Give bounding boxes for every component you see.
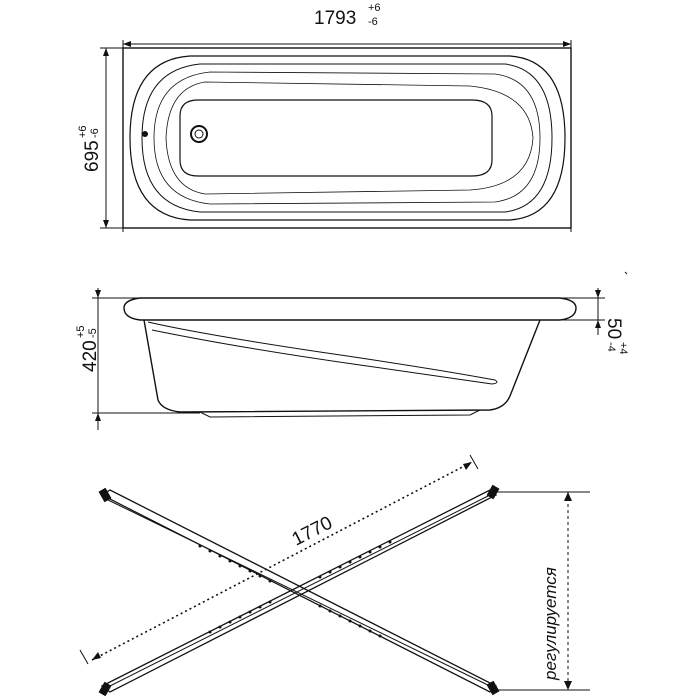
length-value: 1793 [314, 8, 356, 29]
width-dimension: 695 +6 -6 [77, 47, 170, 229]
width-value: 695 [82, 140, 103, 172]
tub-body-side [143, 319, 541, 413]
width-tol-minus: -6 [89, 128, 101, 138]
frame-holes-1 [198, 544, 382, 638]
tub-outline-top [122, 47, 572, 229]
frame-length-value: 1770 [289, 513, 336, 551]
drain-icon [190, 125, 208, 143]
height-tol-minus: -5 [87, 328, 99, 338]
length-tol-plus: +6 [368, 2, 381, 14]
height-dimension: 420 +5 -5 [75, 288, 200, 430]
frame-length-dimension: 1770 [79, 454, 479, 665]
frame-bar-2 [98, 484, 500, 697]
rim-dimension: 50 +4 -4 [560, 288, 629, 355]
frame-view: 1770 регулируется [79, 454, 590, 697]
adjustable-dimension: регулируется [496, 491, 590, 691]
rim-tol-minus: -4 [605, 342, 617, 352]
tub-rim-top [129, 55, 566, 221]
height-value: 420 [80, 340, 101, 372]
tub-floor-top [179, 99, 493, 177]
top-view: 1793 +6 -6 695 +6 -6 [77, 2, 572, 232]
overflow-icon [142, 131, 148, 137]
length-tol-minus: -6 [368, 16, 378, 28]
side-view: 420 +5 -5 50 +4 -4 [75, 288, 629, 430]
rim-value: 50 [603, 318, 624, 339]
width-tol-plus: +6 [77, 125, 89, 138]
height-tol-plus: +5 [75, 325, 87, 338]
rim-tol-plus: +4 [617, 342, 629, 355]
length-dimension: 1793 +6 -6 [122, 2, 572, 232]
adjustable-label: регулируется [541, 567, 560, 681]
frame-holes-2 [208, 540, 392, 634]
tub-rim-side [123, 297, 577, 321]
